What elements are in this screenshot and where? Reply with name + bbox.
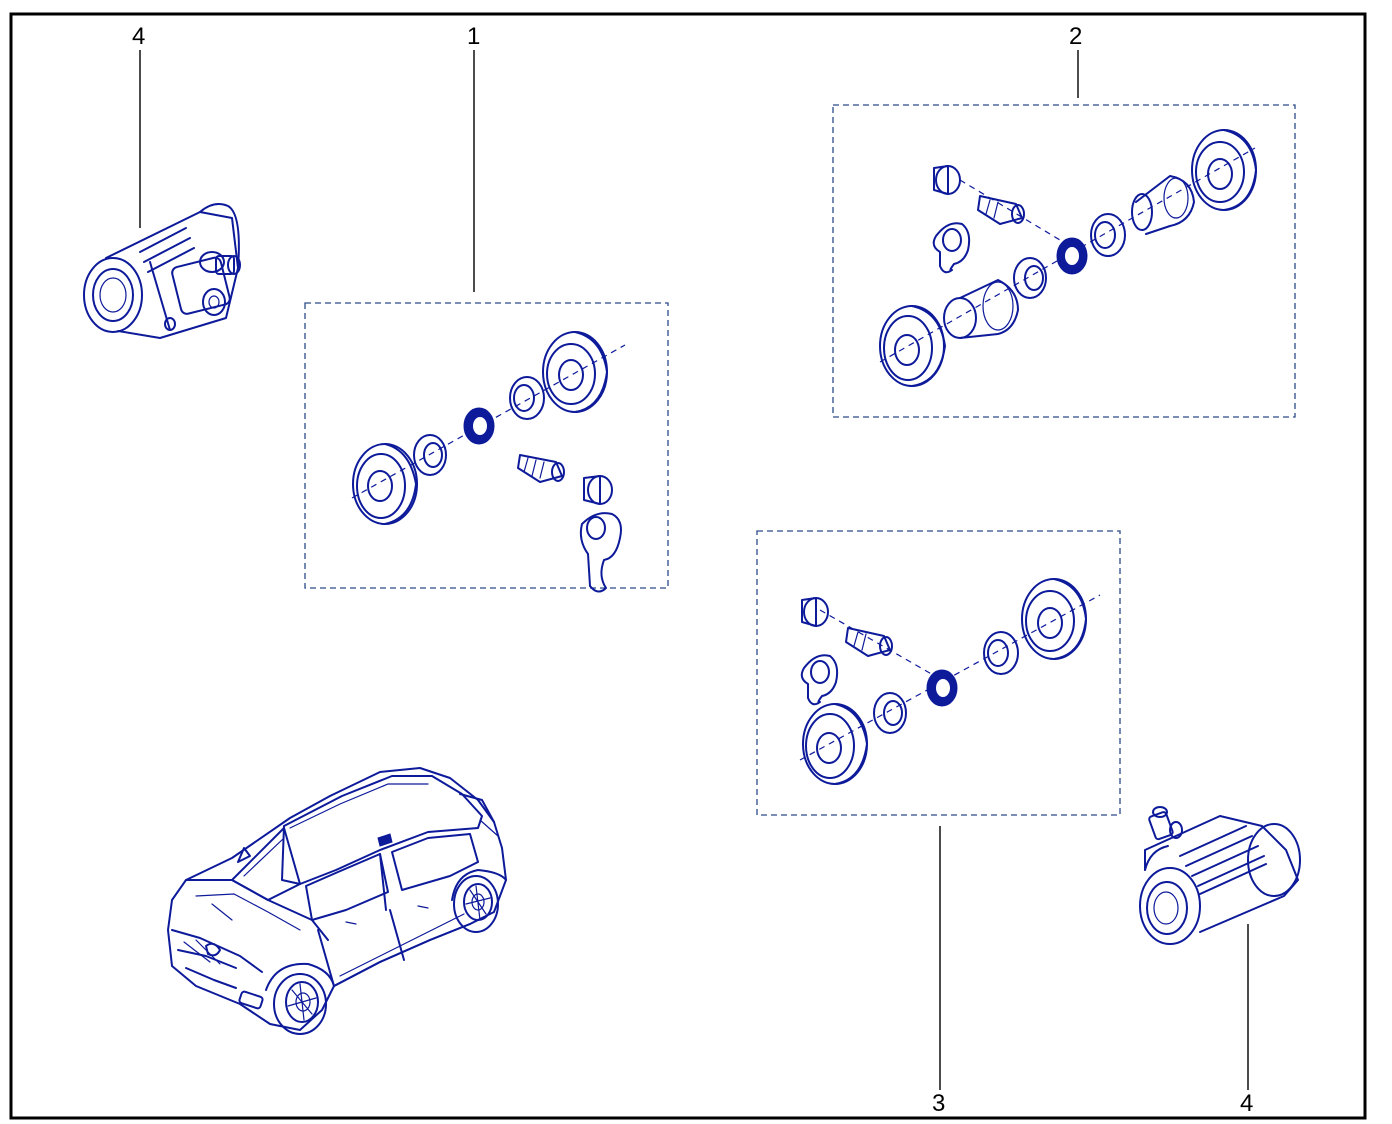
repair-kit-icon[interactable] [799, 578, 1101, 785]
kit-box-1 [304, 302, 669, 589]
callout-label-3: 3 [932, 1090, 945, 1117]
callout-label-4-top: 4 [132, 23, 145, 50]
kit-box-2 [832, 104, 1296, 418]
callout-2[interactable]: 2 [1069, 23, 1082, 98]
callout-label-1: 1 [467, 23, 480, 50]
car-icon [167, 767, 507, 1035]
repair-kit-icon[interactable] [351, 331, 626, 593]
callout-label-4-bottom: 4 [1240, 1090, 1253, 1117]
callout-3[interactable]: 3 [932, 826, 945, 1117]
diagram-frame [9, 12, 1367, 1120]
wheel-cylinder-icon[interactable] [83, 203, 241, 339]
wheel-cylinder-icon[interactable] [1139, 806, 1301, 945]
callout-4-bottom[interactable]: 4 [1240, 924, 1253, 1117]
repair-kit-icon[interactable] [879, 129, 1257, 387]
callout-4-top[interactable]: 4 [132, 23, 145, 228]
callout-label-2: 2 [1069, 23, 1082, 50]
kit-box-3 [756, 530, 1121, 816]
callout-1[interactable]: 1 [467, 23, 480, 292]
